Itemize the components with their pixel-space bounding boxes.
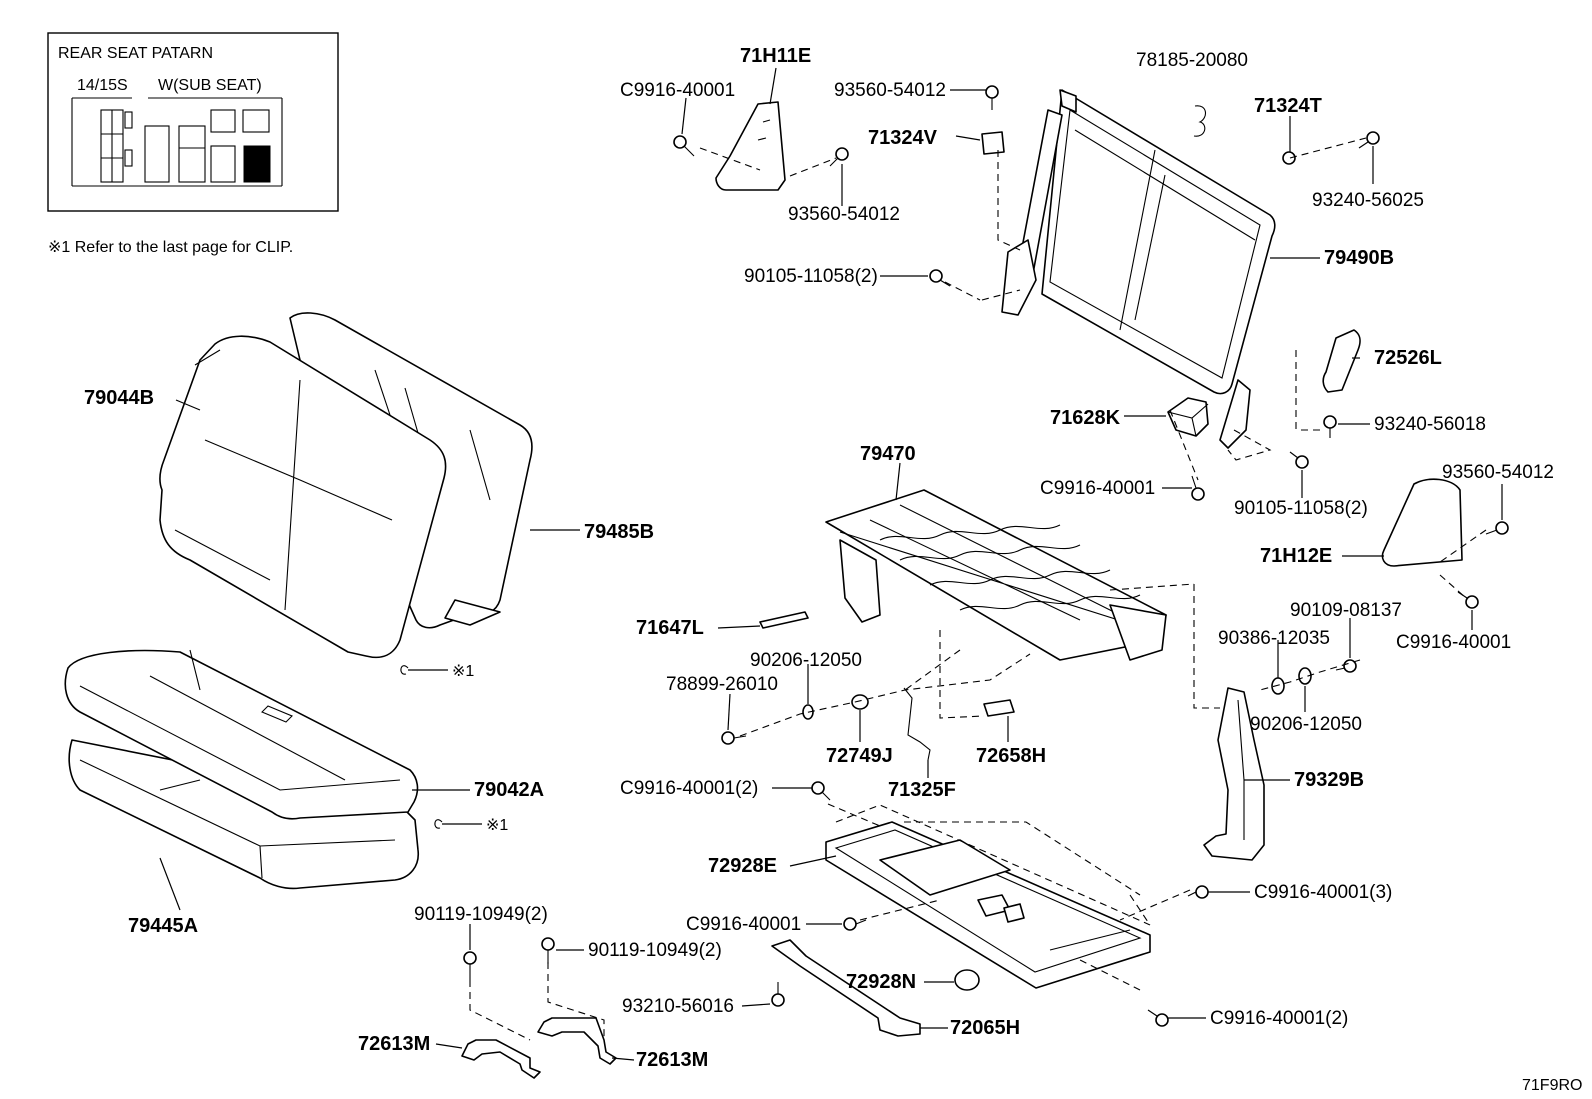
- label-72613M-b: 72613M: [636, 1049, 708, 1071]
- label-C9916-40001-2b: C9916-40001(2): [1210, 1008, 1348, 1029]
- label-93560-54012-c: 93560-54012: [1442, 462, 1554, 483]
- label-C9916-40001-2: C9916-40001(2): [620, 778, 758, 799]
- seat-lower-tray: [825, 804, 1151, 989]
- label-90105-11058-a: 90105-11058(2): [744, 266, 878, 287]
- label-71324V: 71324V: [868, 127, 938, 149]
- label-78899-26010: 78899-26010: [666, 674, 778, 695]
- clip-reference-note: ※1 Refer to the last page for CLIP.: [48, 239, 293, 256]
- label-78185-20080: 78185-20080: [1136, 50, 1248, 71]
- seat-cushion-frame: [825, 462, 1167, 661]
- seatback-frame: [1001, 89, 1320, 449]
- label-79470: 79470: [860, 443, 916, 465]
- label-90109-08137: 90109-08137: [1290, 600, 1402, 621]
- seat-pattern-legend: REAR SEAT PATARN 14/15S W(SUB SEAT): [47, 32, 339, 212]
- label-93560-54012-b: 93560-54012: [788, 204, 900, 225]
- leader-lines: [159, 67, 1503, 1061]
- hinge-cover-right: [1381, 478, 1463, 567]
- label-90105-11058-b: 90105-11058(2): [1234, 498, 1368, 519]
- label-C9916-40001-b: C9916-40001: [1040, 478, 1155, 499]
- label-79490B: 79490B: [1324, 247, 1394, 269]
- label-90119-10949-b: 90119-10949(2): [588, 940, 722, 961]
- label-79445A: 79445A: [128, 915, 198, 937]
- label-72928E: 72928E: [708, 855, 777, 877]
- label-93560-54012-a: 93560-54012: [834, 80, 946, 101]
- seat-back-assembly: [159, 312, 533, 659]
- label-90206-12050-b: 90206-12050: [750, 650, 862, 671]
- label-79044B: 79044B: [84, 387, 154, 409]
- label-72658H: 72658H: [976, 745, 1046, 767]
- label-C9916-40001-a: C9916-40001: [620, 80, 735, 101]
- label-71628K: 71628K: [1050, 407, 1121, 429]
- label-C9916-40001-d: C9916-40001: [686, 914, 801, 935]
- label-71324T: 71324T: [1254, 95, 1322, 117]
- label-71H12E: 71H12E: [1260, 545, 1332, 567]
- assembly-dashed-lines: [469, 137, 1487, 1041]
- diagram-code: 71F9RO: [1522, 1077, 1582, 1094]
- clip-mark-2: ※1: [434, 817, 508, 834]
- label-71325F: 71325F: [888, 779, 956, 801]
- svg-text:※1: ※1: [486, 817, 508, 834]
- part-labels: 71H11E C9916-40001 93560-54012 93560-540…: [84, 45, 1554, 1071]
- fastener-bolts: [463, 85, 1509, 1027]
- label-72749J: 72749J: [826, 745, 893, 767]
- label-93240-56025: 93240-56025: [1312, 190, 1424, 211]
- label-72065H: 72065H: [950, 1017, 1020, 1039]
- legend-col-1: 14/15S: [77, 77, 128, 94]
- legend-title: REAR SEAT PATARN: [58, 45, 213, 62]
- label-79329B: 79329B: [1294, 769, 1364, 791]
- label-72613M-a: 72613M: [358, 1033, 430, 1055]
- label-90119-10949-a: 90119-10949(2): [414, 904, 548, 925]
- label-93210-56016: 93210-56016: [622, 996, 734, 1017]
- svg-text:※1: ※1: [452, 663, 474, 680]
- label-72526L: 72526L: [1374, 347, 1442, 369]
- label-C9916-40001-3: C9916-40001(3): [1254, 882, 1392, 903]
- label-90386-12035: 90386-12035: [1218, 628, 1330, 649]
- legend-col-2: W(SUB SEAT): [158, 77, 262, 94]
- label-C9916-40001-c: C9916-40001: [1396, 632, 1511, 653]
- seat-cushion-assembly: [64, 649, 420, 890]
- label-79042A: 79042A: [474, 779, 544, 801]
- label-71647L: 71647L: [636, 617, 704, 639]
- label-71H11E: 71H11E: [740, 45, 811, 67]
- label-72928N: 72928N: [846, 971, 916, 993]
- hinge-cover-left: [715, 101, 786, 191]
- label-93240-56018: 93240-56018: [1374, 414, 1486, 435]
- label-79485B: 79485B: [584, 521, 654, 543]
- label-90206-12050-a: 90206-12050: [1250, 714, 1362, 735]
- clip-mark-1: ※1: [400, 663, 474, 680]
